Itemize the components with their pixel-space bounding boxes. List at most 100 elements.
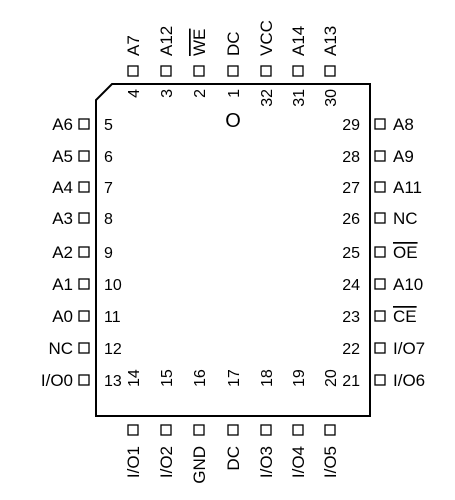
pin-18-pad bbox=[260, 424, 272, 436]
pin-13-number: 13 bbox=[104, 373, 122, 390]
pin-25-name: OE bbox=[393, 243, 418, 262]
pin-5-pad bbox=[78, 118, 90, 130]
pin-18-number: 18 bbox=[259, 369, 276, 387]
pin-32-name: VCC bbox=[257, 20, 276, 56]
pin-16-number: 16 bbox=[192, 369, 209, 387]
pin-23-number: 23 bbox=[342, 309, 360, 326]
pin-32-pad bbox=[260, 65, 272, 77]
pin-14-name: I/O1 bbox=[124, 446, 143, 478]
pin-26-number: 26 bbox=[342, 211, 360, 228]
pin-24-number: 24 bbox=[342, 277, 360, 294]
pin-31-number: 31 bbox=[291, 89, 308, 107]
pin-22-name: I/O7 bbox=[393, 339, 425, 358]
pin-22-number: 22 bbox=[342, 341, 360, 358]
pin-4-pad bbox=[127, 65, 139, 77]
pin-15-number: 15 bbox=[159, 369, 176, 387]
pin-17-pad bbox=[227, 424, 239, 436]
pin-21-number: 21 bbox=[342, 373, 360, 390]
pin-9-number: 9 bbox=[104, 245, 113, 262]
pin-6-pad bbox=[78, 150, 90, 162]
pin-30-pad bbox=[324, 65, 336, 77]
pin-31-name: A14 bbox=[289, 26, 308, 56]
pin-8-name: A3 bbox=[52, 209, 73, 228]
pin-2-number: 2 bbox=[192, 89, 209, 98]
pin-5-number: 5 bbox=[104, 117, 113, 134]
pin-4-name: A7 bbox=[124, 35, 143, 56]
pin-23-pad bbox=[374, 310, 386, 322]
pin-8-number: 8 bbox=[104, 211, 113, 228]
pin-32-number: 32 bbox=[259, 89, 276, 107]
pin-1-name: DC bbox=[224, 31, 243, 56]
pin-24-name: A10 bbox=[393, 275, 423, 294]
chip-body-outline bbox=[95, 83, 371, 417]
pin-26-pad bbox=[374, 212, 386, 224]
pin-19-name: I/O4 bbox=[289, 446, 308, 478]
pin-14-pad bbox=[127, 424, 139, 436]
pin-23-name: CE bbox=[393, 307, 417, 326]
pin-11-name: A0 bbox=[52, 307, 73, 326]
pin-12-name: NC bbox=[48, 339, 73, 358]
pin-9-name: A2 bbox=[52, 243, 73, 262]
pin-17-name: DC bbox=[224, 446, 243, 471]
pin-10-number: 10 bbox=[104, 277, 122, 294]
pin-11-pad bbox=[78, 310, 90, 322]
pin-1-pad bbox=[227, 65, 239, 77]
pin-27-number: 27 bbox=[342, 180, 360, 197]
pin-20-number: 20 bbox=[323, 369, 340, 387]
pin-18-name: I/O3 bbox=[257, 446, 276, 478]
pin-13-name: I/O0 bbox=[41, 371, 73, 390]
pin-21-pad bbox=[374, 374, 386, 386]
pin-17-number: 17 bbox=[226, 369, 243, 387]
pin-7-pad bbox=[78, 181, 90, 193]
pin-28-number: 28 bbox=[342, 149, 360, 166]
pin-2-pad bbox=[193, 65, 205, 77]
pin-15-pad bbox=[160, 424, 172, 436]
pin1-marker: O bbox=[225, 110, 241, 132]
pin-24-pad bbox=[374, 278, 386, 290]
pin-10-pad bbox=[78, 278, 90, 290]
pin-27-pad bbox=[374, 181, 386, 193]
pin-10-name: A1 bbox=[52, 275, 73, 294]
pin-16-name: GND bbox=[190, 446, 209, 484]
pin-7-name: A4 bbox=[52, 178, 73, 197]
pin-22-pad bbox=[374, 342, 386, 354]
pin-14-number: 14 bbox=[126, 369, 143, 387]
pin-20-name: I/O5 bbox=[321, 446, 340, 478]
pin-6-name: A5 bbox=[52, 147, 73, 166]
pin-16-pad bbox=[193, 424, 205, 436]
pin-29-name: A8 bbox=[393, 115, 414, 134]
pin-9-pad bbox=[78, 246, 90, 258]
pin-21-name: I/O6 bbox=[393, 371, 425, 390]
pin-30-name: A13 bbox=[321, 26, 340, 56]
pin-30-number: 30 bbox=[323, 89, 340, 107]
pin-7-number: 7 bbox=[104, 180, 113, 197]
pin-12-pad bbox=[78, 342, 90, 354]
pin-3-pad bbox=[160, 65, 172, 77]
pin-26-name: NC bbox=[393, 209, 418, 228]
pin-1-number: 1 bbox=[226, 89, 243, 98]
pin-6-number: 6 bbox=[104, 149, 113, 166]
pin-2-name: WE bbox=[190, 29, 209, 56]
pin-25-pad bbox=[374, 246, 386, 258]
pin-29-number: 29 bbox=[342, 117, 360, 134]
pin-4-number: 4 bbox=[126, 89, 143, 98]
pin-28-pad bbox=[374, 150, 386, 162]
pin-27-name: A11 bbox=[393, 178, 422, 197]
pin-3-name: A12 bbox=[157, 26, 176, 56]
pin-25-number: 25 bbox=[342, 245, 360, 262]
pin-19-pad bbox=[292, 424, 304, 436]
pin-11-number: 11 bbox=[104, 309, 121, 326]
pin-13-pad bbox=[78, 374, 90, 386]
pin-20-pad bbox=[324, 424, 336, 436]
pin-5-name: A6 bbox=[52, 115, 73, 134]
pin-31-pad bbox=[292, 65, 304, 77]
pin-3-number: 3 bbox=[159, 89, 176, 98]
pin-15-name: I/O2 bbox=[157, 446, 176, 478]
pin-19-number: 19 bbox=[291, 369, 308, 387]
pin-8-pad bbox=[78, 212, 90, 224]
pin-28-name: A9 bbox=[393, 147, 414, 166]
pin-12-number: 12 bbox=[104, 341, 122, 358]
pins-layer: A74A123WE2DC1VCC32A1431A1330I/O114I/O215… bbox=[41, 20, 425, 484]
